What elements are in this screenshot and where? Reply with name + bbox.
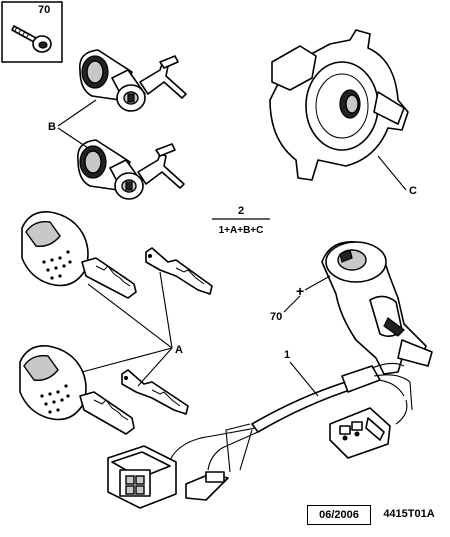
ignition-switch	[321, 241, 433, 375]
lock-housing	[269, 29, 409, 181]
kit-formula: 2 1+A+B+C	[212, 205, 270, 236]
key-blade-top	[145, 247, 213, 295]
leader-a3	[81, 347, 173, 373]
connector-right	[329, 407, 391, 459]
screw-inset: 70	[1, 1, 63, 63]
lock-housing-label: C	[409, 185, 417, 197]
screw-qty-label: 70	[38, 4, 50, 16]
plus-icon: +	[296, 283, 304, 299]
connector-small	[185, 471, 229, 501]
lock-barrels-label: B	[48, 121, 56, 133]
harness-label: 1	[284, 349, 290, 361]
connector-left	[107, 445, 177, 509]
key-top	[21, 211, 137, 299]
leader-c	[377, 155, 407, 191]
leader-a1	[87, 283, 173, 349]
wiring-harness	[169, 362, 413, 473]
leader-plus	[304, 275, 331, 291]
screw-icon	[11, 25, 52, 53]
fraction-top: 2	[238, 205, 244, 217]
leader-70	[283, 295, 301, 313]
footer-reference: 4415T01A	[383, 508, 435, 520]
leader-b-bottom	[57, 127, 89, 149]
ignition-qty-label: 70	[270, 311, 282, 323]
lock-barrel-bottom	[77, 139, 185, 200]
fraction-bottom: 1+A+B+C	[219, 225, 264, 236]
footer-date: 06/2006	[307, 505, 371, 525]
key-bottom	[19, 345, 135, 435]
key-blade-bottom	[121, 369, 189, 415]
leader-a2	[159, 271, 173, 349]
lock-barrel-top	[79, 49, 187, 112]
leader-a4	[137, 347, 173, 387]
keys-label: A	[175, 344, 183, 356]
leader-1	[289, 361, 319, 397]
leader-b-top	[57, 99, 97, 127]
